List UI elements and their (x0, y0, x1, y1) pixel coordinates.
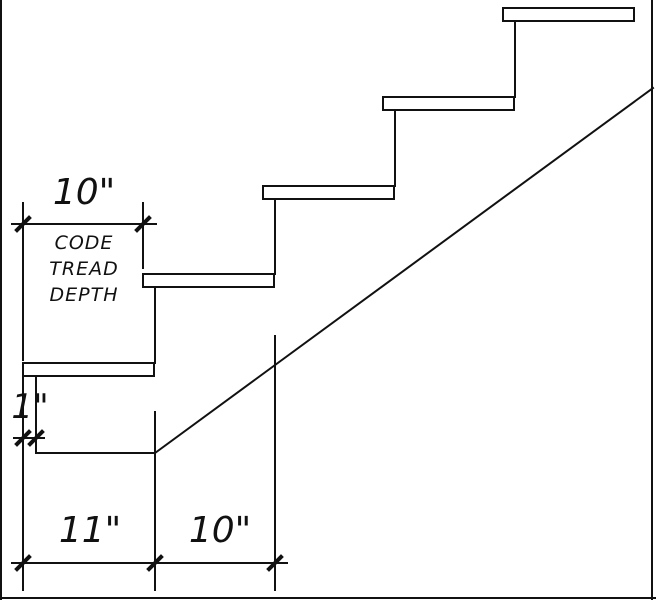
top-dimension-label: 10" (53, 172, 115, 213)
tread-1 (22, 362, 155, 377)
nosing-dimension-label: 1" (11, 387, 48, 427)
stringer-line (153, 86, 655, 455)
bottom-left-dimension-label: 11" (59, 510, 121, 551)
note-line-tread: TREAD (49, 258, 118, 280)
tread-4 (382, 96, 515, 111)
bottom-right-dimension-label: 10" (189, 510, 251, 551)
bottom-dimension (11, 335, 288, 591)
note-line-code: CODE (55, 232, 114, 254)
nosing-dimension (13, 375, 45, 591)
note-line-depth: DEPTH (50, 284, 119, 306)
top-dimension (11, 202, 157, 361)
tread-2 (142, 273, 275, 288)
tread-5 (502, 7, 635, 22)
tread-3 (262, 185, 395, 200)
